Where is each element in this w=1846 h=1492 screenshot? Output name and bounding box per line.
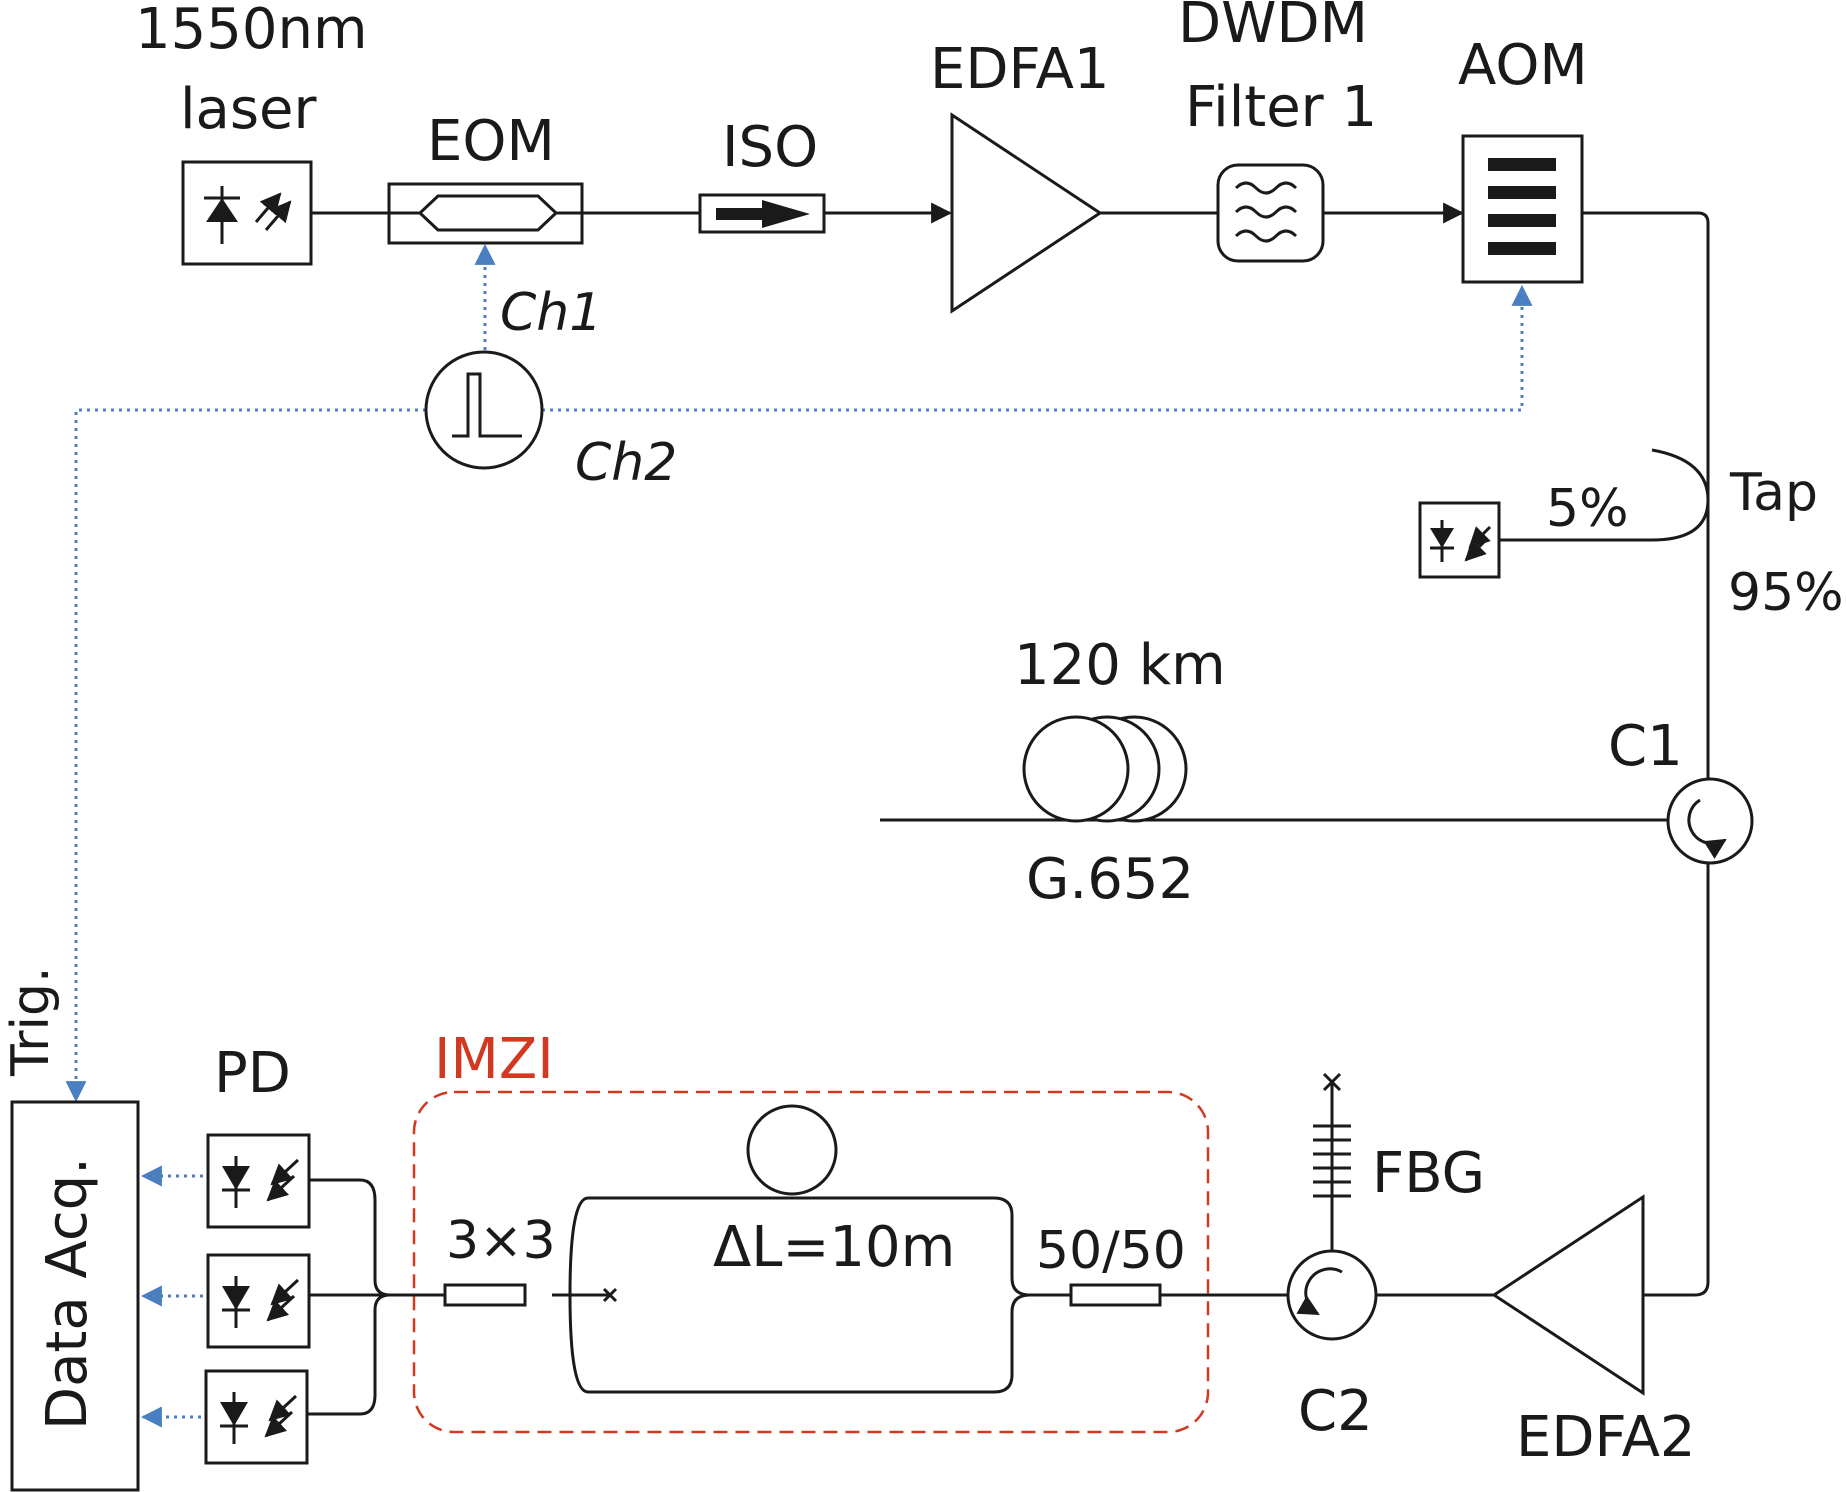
ch2-label: Ch2 [575,433,677,493]
tap-coupler: 5% Tap 95% [1418,448,1844,623]
circulator-icon [1296,1267,1343,1316]
pulse-generator: Ch1 Ch2 [65,243,1533,1103]
pulse-icon [452,372,522,438]
edfa2-label: EDFA2 [1516,1405,1696,1470]
pd-label: PD [214,1041,291,1106]
isolator: ISO [698,115,826,234]
fiber-spool: 120 km G.652 [880,633,1668,912]
tap-label: Tap [1729,463,1818,523]
eom-label: EOM [427,109,555,174]
laser-label-line1: 1550nm [135,0,368,62]
photodiode-2 [206,1253,311,1349]
circulator-c2: C2 [1208,1082,1378,1444]
fiber-type-label: G.652 [1026,847,1194,912]
laser: 1550nm laser [135,0,368,266]
delay-loop-icon [746,1104,838,1196]
photodiode-array: PD [140,1041,311,1465]
laser-label-line2: laser [180,77,318,142]
circulator-icon [1687,798,1727,859]
photodiode-1 [206,1133,311,1229]
aom-label: AOM [1458,33,1588,98]
delay-length-label: ΔL=10m [713,1215,955,1280]
dwdm-filter: DWDM Filter 1 [1178,0,1377,263]
laser-diode-icon [204,186,292,244]
edfa1: EDFA1 [930,37,1110,314]
fbg: FBG [1313,1072,1485,1206]
tap-95-label: 95% [1728,563,1844,623]
aom: AOM [1458,33,1588,284]
coupler-5050-label: 50/50 [1036,1221,1186,1281]
data-acquisition: Data Acq. Trig. [1,967,140,1492]
dwdm-label-line2: Filter 1 [1185,75,1377,140]
edfa2: EDFA2 [1376,1194,1696,1470]
eom: EOM [387,109,584,245]
photodiode-3 [204,1369,309,1465]
imzi-label: IMZI [434,1027,554,1092]
edfa1-label: EDFA1 [930,37,1110,102]
fbg-label: FBG [1372,1141,1485,1206]
fiber-spool-icon [1022,715,1188,823]
detector-fanout [308,1178,445,1416]
dwdm-label-line1: DWDM [1178,0,1368,56]
amplifier-icon [950,112,1103,314]
circulator-c1: C1 [1608,714,1754,1297]
c1-label: C1 [1608,714,1683,779]
filter-icon [1234,181,1298,243]
data-acq-label: Data Acq. [35,1157,100,1430]
amplifier-icon [1491,1194,1645,1396]
fiber-length-label: 120 km [1014,633,1226,698]
imzi-box [412,1090,1210,1434]
ch1-label: Ch1 [500,283,602,343]
trig-label: Trig. [1,967,61,1077]
fiber-path-top [312,202,1710,780]
isolator-label: ISO [722,115,818,180]
photodiode-icon [1430,520,1492,562]
tap-5-label: 5% [1546,479,1629,539]
c2-label: C2 [1298,1379,1373,1444]
coupler-3x3-label: 3×3 [446,1211,556,1271]
isolator-icon [716,200,810,228]
imzi: IMZI 3×3 50/50 ΔL=10m [412,1027,1210,1434]
grating-icon [1313,1124,1351,1198]
